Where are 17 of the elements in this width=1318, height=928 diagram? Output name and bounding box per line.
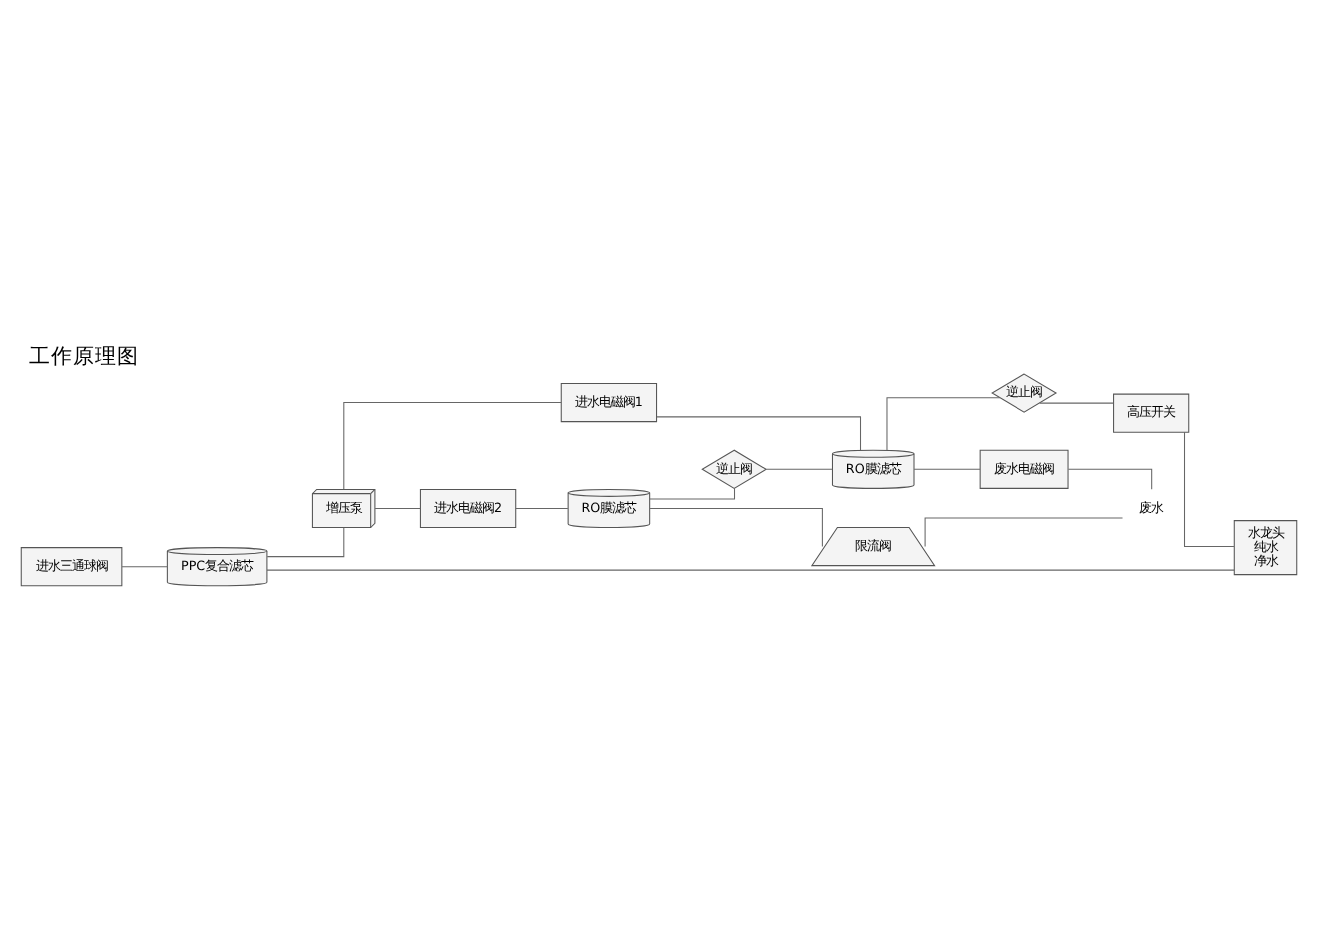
connector bbox=[343, 402, 562, 490]
connector bbox=[913, 468, 981, 470]
connector bbox=[1039, 402, 1114, 404]
connector bbox=[886, 397, 1001, 451]
connector bbox=[656, 416, 862, 451]
connector bbox=[765, 468, 833, 470]
connector bbox=[266, 569, 1235, 571]
connector bbox=[374, 507, 421, 509]
connector bbox=[924, 517, 1124, 548]
connector bbox=[649, 487, 736, 500]
connector bbox=[1067, 468, 1153, 490]
connector bbox=[649, 507, 823, 547]
connector bbox=[1184, 431, 1235, 548]
connector bbox=[515, 507, 569, 509]
diagram-title: 工作原理图 bbox=[28, 345, 139, 370]
connector bbox=[121, 566, 168, 568]
connector bbox=[266, 527, 345, 558]
